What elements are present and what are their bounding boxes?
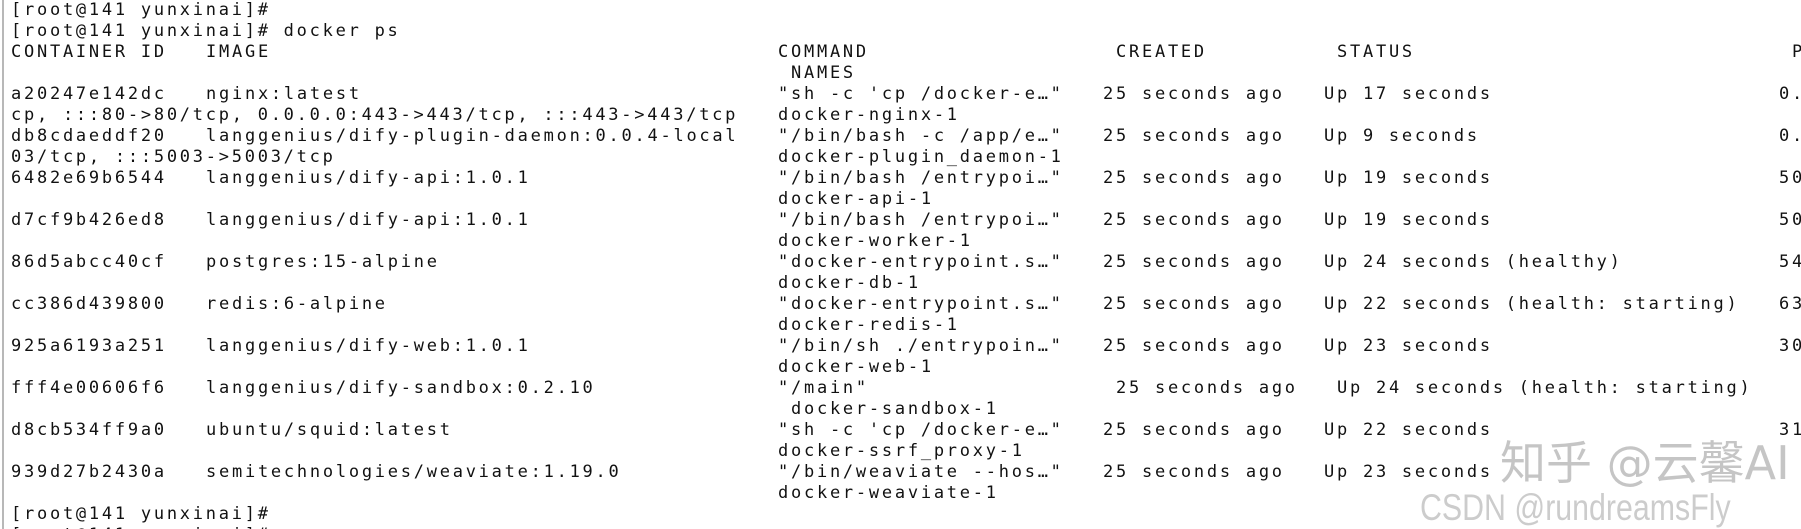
container-created: 25 seconds ago: [1103, 252, 1285, 272]
container-id: 86d5abcc40cf: [11, 252, 167, 272]
container-image: langgenius/dify-web:1.0.1: [206, 336, 531, 356]
container-status: Up 23 seconds: [1324, 462, 1493, 482]
command-line: [root@141 yunxinai]# docker ps: [11, 21, 401, 41]
container-name: docker-plugin_daemon-1: [778, 147, 1064, 167]
container-ports: 50: [1779, 168, 1801, 188]
container-status: Up 24 seconds (healthy): [1324, 252, 1623, 272]
container-id: a20247e142dc: [11, 84, 167, 104]
container-command: "docker-entrypoint.s…": [778, 252, 1064, 272]
container-command: "/bin/weaviate --hos…": [778, 462, 1064, 482]
container-name: docker-ssrf_proxy-1: [778, 441, 1025, 461]
container-id: 939d27b2430a: [11, 462, 167, 482]
container-ports: 63: [1779, 294, 1801, 314]
container-image: langgenius/dify-api:1.0.1: [206, 168, 531, 188]
container-id: db8cdaeddf20: [11, 126, 167, 146]
prompt-line-cut: [root@141 yunxinai]#: [11, 525, 271, 529]
header-names: NAMES: [778, 63, 856, 83]
container-command: "/bin/sh ./entrypoin…": [778, 336, 1064, 356]
prompt-line: [root@141 yunxinai]#: [11, 504, 271, 524]
container-ports-wrapped: 03/tcp, :::5003->5003/tcp: [11, 147, 336, 167]
container-id: d7cf9b426ed8: [11, 210, 167, 230]
prompt-line: [root@141 yunxinai]#: [11, 0, 271, 20]
container-name: docker-db-1: [778, 273, 921, 293]
container-status: Up 19 seconds: [1324, 168, 1493, 188]
container-image: langgenius/dify-sandbox:0.2.10: [206, 378, 596, 398]
header-ports: P: [1792, 42, 1801, 62]
container-ports: 30: [1779, 336, 1801, 356]
container-created: 25 seconds ago: [1103, 168, 1285, 188]
container-id: 925a6193a251: [11, 336, 167, 356]
container-image: langgenius/dify-api:1.0.1: [206, 210, 531, 230]
container-name: docker-redis-1: [778, 315, 960, 335]
container-status: Up 9 seconds: [1324, 126, 1480, 146]
container-created: 25 seconds ago: [1116, 378, 1298, 398]
container-ports: 0.: [1779, 126, 1801, 146]
container-status: Up 22 seconds: [1324, 420, 1493, 440]
container-name: docker-api-1: [778, 189, 934, 209]
container-name: docker-nginx-1: [778, 105, 960, 125]
container-ports: 0.: [1779, 84, 1801, 104]
container-created: 25 seconds ago: [1103, 420, 1285, 440]
container-ports: 31: [1779, 420, 1801, 440]
container-id: fff4e00606f6: [11, 378, 167, 398]
container-status: Up 17 seconds: [1324, 84, 1493, 104]
container-command: "/bin/bash /entrypoi…": [778, 168, 1064, 188]
container-status: Up 23 seconds: [1324, 336, 1493, 356]
container-image: postgres:15-alpine: [206, 252, 440, 272]
container-created: 25 seconds ago: [1103, 126, 1285, 146]
header-created: CREATED: [1116, 42, 1207, 62]
header-image: IMAGE: [206, 42, 271, 62]
container-image: ubuntu/squid:latest: [206, 420, 453, 440]
container-command: "docker-entrypoint.s…": [778, 294, 1064, 314]
zhihu-watermark: 知乎 @云馨AI: [1500, 436, 1790, 490]
container-id: d8cb534ff9a0: [11, 420, 167, 440]
container-image: redis:6-alpine: [206, 294, 388, 314]
container-image: nginx:latest: [206, 84, 362, 104]
header-container-id: CONTAINER ID: [11, 42, 167, 62]
container-id: cc386d439800: [11, 294, 167, 314]
container-ports: 50: [1779, 210, 1801, 230]
container-status: Up 22 seconds (health: starting): [1324, 294, 1740, 314]
container-image: semitechnologies/weaviate:1.19.0: [206, 462, 622, 482]
container-name: docker-worker-1: [778, 231, 973, 251]
container-created: 25 seconds ago: [1103, 336, 1285, 356]
container-created: 25 seconds ago: [1103, 294, 1285, 314]
container-command: "/bin/bash /entrypoi…": [778, 210, 1064, 230]
container-ports-wrapped: cp, :::80->80/tcp, 0.0.0.0:443->443/tcp,…: [11, 105, 739, 125]
container-name: docker-web-1: [778, 357, 934, 377]
container-created: 25 seconds ago: [1103, 84, 1285, 104]
container-ports: 54: [1779, 252, 1801, 272]
container-command: "sh -c 'cp /docker-e…": [778, 420, 1064, 440]
csdn-watermark: CSDN @rundreamsFly: [1420, 487, 1731, 528]
container-command: "/bin/bash -c /app/e…": [778, 126, 1064, 146]
header-command: COMMAND: [778, 42, 869, 62]
container-image: langgenius/dify-plugin-daemon:0.0.4-loca…: [206, 126, 739, 146]
container-name: docker-sandbox-1: [778, 399, 999, 419]
container-status: Up 24 seconds (health: starting): [1337, 378, 1753, 398]
container-command: "sh -c 'cp /docker-e…": [778, 84, 1064, 104]
container-id: 6482e69b6544: [11, 168, 167, 188]
container-created: 25 seconds ago: [1103, 210, 1285, 230]
header-status: STATUS: [1337, 42, 1415, 62]
container-status: Up 19 seconds: [1324, 210, 1493, 230]
container-created: 25 seconds ago: [1103, 462, 1285, 482]
window-border: [2, 0, 4, 529]
container-command: "/main": [778, 378, 869, 398]
container-name: docker-weaviate-1: [778, 483, 999, 503]
